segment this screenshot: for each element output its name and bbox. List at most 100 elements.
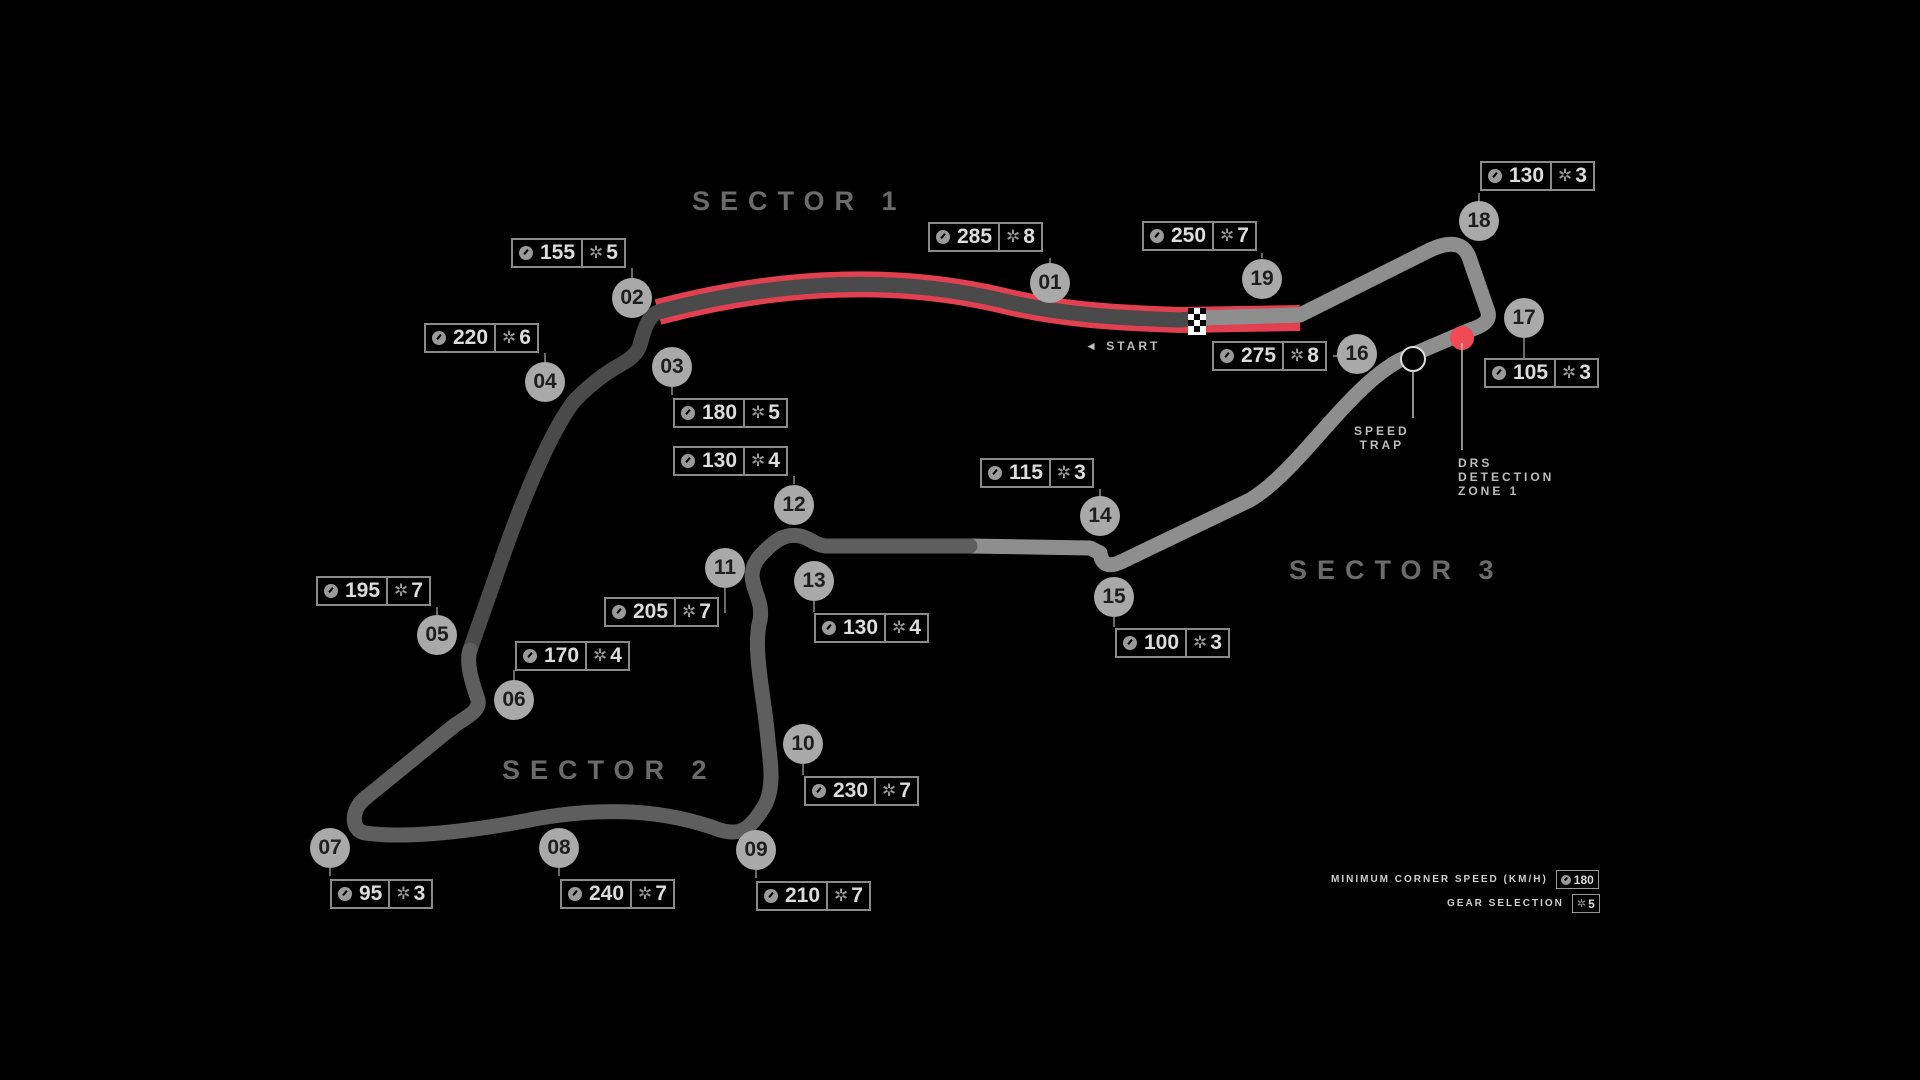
corner-speed-value: 195 — [345, 579, 381, 602]
corner-gear-value: 3 — [413, 882, 426, 905]
sector-1-label: SECTOR 1 — [692, 186, 907, 216]
gauge-icon — [1123, 636, 1137, 650]
corner-gear-value: 7 — [699, 600, 711, 623]
corner-speed: 155 — [513, 240, 584, 266]
start-text: START — [1106, 339, 1161, 353]
corner-speed: 170 — [517, 643, 588, 669]
corner-info-box: 210✲7 — [756, 881, 871, 911]
corner-speed: 275 — [1214, 343, 1285, 369]
drs-detection-marker — [1450, 326, 1474, 350]
corner-speed-value: 130 — [843, 616, 879, 639]
corner-gear: ✲7 — [1214, 223, 1255, 249]
gauge-icon — [568, 887, 582, 901]
corner-gear-value: 7 — [1237, 224, 1249, 247]
corner-gear: ✲5 — [583, 240, 624, 266]
gear-icon: ✲ — [751, 403, 766, 422]
main-straight-light — [1199, 307, 1301, 326]
corner-gear-value: 8 — [1307, 344, 1319, 367]
corner-speed: 100 — [1117, 630, 1188, 656]
corner-speed-value: 205 — [633, 600, 669, 623]
speed-trap-label: SPEED TRAP — [1354, 424, 1410, 452]
track-sector-3 — [962, 236, 1496, 573]
corner-speed: 205 — [606, 599, 677, 625]
corner-info-box: 100✲3 — [1115, 628, 1230, 658]
corner-speed-value: 250 — [1171, 224, 1207, 247]
corner-gear: ✲4 — [745, 448, 786, 474]
corner-badge: 06 — [494, 680, 534, 720]
corner-gear-value: 3 — [1074, 461, 1086, 484]
gauge-icon — [1220, 349, 1234, 363]
corner-gear: ✲4 — [587, 643, 628, 669]
corner-info-box: 95 ✲3 — [330, 879, 434, 909]
corner-gear: ✲7 — [632, 881, 673, 907]
corner-speed: 240 — [562, 881, 633, 907]
gear-icon: ✲ — [682, 602, 697, 621]
legend-gear-value: 5 — [1588, 896, 1595, 911]
corner-gear: ✲8 — [1000, 224, 1041, 250]
corner-gear: ✲8 — [1284, 343, 1325, 369]
corner-badge: 16 — [1337, 334, 1377, 374]
legend-speed: MINIMUM CORNER SPEED (KM/H) 180 — [1331, 870, 1599, 889]
track-sector-2 — [346, 527, 978, 843]
corner-speed: 250 — [1144, 223, 1215, 249]
corner-speed: 130 — [816, 615, 887, 641]
corner-speed: 210 — [758, 883, 829, 909]
corner-badge: 08 — [539, 828, 579, 868]
corner-gear: ✲6 — [496, 325, 537, 351]
corner-badge: 03 — [652, 347, 692, 387]
corner-gear-value: 3 — [1575, 164, 1587, 187]
corner-info-box: 220✲6 — [424, 323, 539, 353]
corner-speed-value: 115 — [1009, 461, 1043, 484]
corner-gear-value: 3 — [1210, 631, 1222, 654]
corner-badge: 04 — [525, 362, 565, 402]
legend-gear-box: ✲5 — [1571, 894, 1600, 913]
corner-gear: ✲3 — [1552, 163, 1593, 189]
corner-info-box: 130✲4 — [673, 446, 788, 476]
corner-speed: 95 — [332, 881, 391, 907]
gauge-icon — [988, 466, 1002, 480]
gauge-icon — [822, 621, 836, 635]
corner-info-box: 205 ✲7 — [604, 597, 719, 627]
corner-info-box: 115✲3 — [980, 458, 1094, 488]
corner-speed-value: 180 — [702, 401, 738, 424]
corner-badge: 12 — [774, 485, 814, 525]
gauge-icon — [764, 889, 778, 903]
corner-info-box: 230✲7 — [804, 776, 919, 806]
gear-icon: ✲ — [882, 781, 897, 800]
corner-info-box: 130✲3 — [1480, 161, 1595, 191]
corner-gear: ✲3 — [1556, 360, 1597, 386]
legend-speed-value: 180 — [1573, 872, 1594, 887]
corner-speed-value: 155 — [540, 241, 576, 264]
corner-info-box: 195 ✲7 — [316, 576, 431, 606]
corner-speed: 115 — [982, 460, 1051, 486]
corner-info-box: 155 ✲5 — [511, 238, 626, 268]
gear-icon: ✲ — [751, 451, 766, 470]
checkered-flag-icon — [1188, 308, 1206, 335]
gauge-icon — [432, 331, 446, 345]
corner-speed-value: 95 — [359, 882, 383, 905]
corner-gear-value: 8 — [1023, 225, 1035, 248]
gear-icon: ✲ — [589, 243, 604, 262]
gear-icon: ✲ — [892, 618, 907, 637]
gauge-icon — [681, 406, 695, 420]
corner-info-box: 285✲8 — [928, 222, 1043, 252]
corner-badge: 15 — [1094, 577, 1134, 617]
corner-speed: 105 — [1486, 360, 1557, 386]
corner-speed: 285 — [930, 224, 1001, 250]
corner-badge: 11 — [705, 548, 745, 588]
gauge-icon — [519, 246, 533, 260]
gauge-icon — [1560, 874, 1571, 885]
corner-speed: 220 — [426, 325, 497, 351]
corner-speed: 195 — [318, 578, 389, 604]
corner-gear: ✲5 — [745, 400, 786, 426]
corner-speed: 130 — [675, 448, 746, 474]
corner-speed: 180 — [675, 400, 746, 426]
corner-speed: 130 — [1482, 163, 1553, 189]
corner-gear-value: 7 — [411, 579, 423, 602]
corner-badge: 10 — [783, 724, 823, 764]
gear-icon: ✲ — [396, 884, 411, 903]
corner-gear-value: 5 — [606, 241, 618, 264]
gear-icon: ✲ — [394, 581, 409, 600]
gauge-icon — [612, 605, 626, 619]
